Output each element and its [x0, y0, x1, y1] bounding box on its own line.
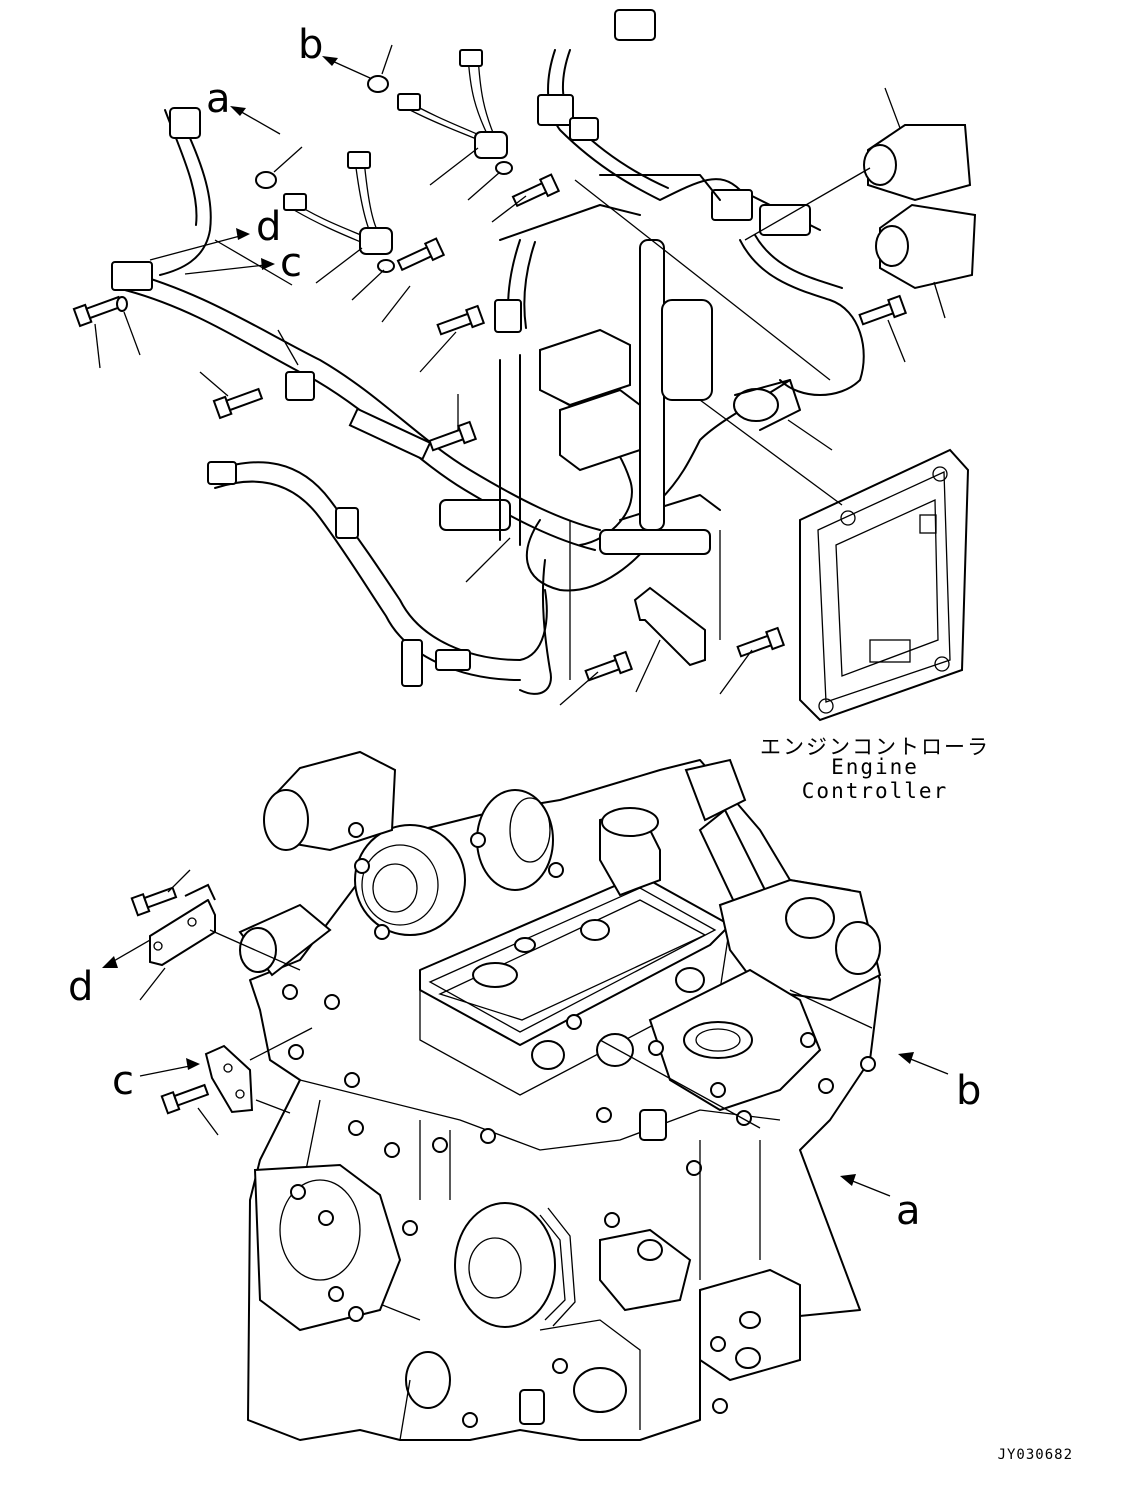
speed-sensor-upper	[397, 49, 513, 175]
wiring-harness	[111, 9, 865, 695]
o-ring-b	[367, 75, 389, 93]
bolt-d	[130, 886, 178, 917]
callout-arrows-upper	[149, 56, 371, 275]
bracket-c	[204, 1044, 254, 1114]
speed-sensor-lower	[283, 151, 395, 273]
callout-a-upper: a	[206, 76, 231, 122]
callout-c-upper: c	[280, 240, 302, 286]
o-ring-a	[255, 171, 277, 189]
callout-d-lower: d	[68, 964, 93, 1010]
callout-d-upper: d	[256, 204, 281, 250]
leader-lines-upper	[94, 44, 946, 706]
relay-box-upper	[499, 328, 641, 546]
callout-b-upper: b	[298, 22, 323, 68]
bracket-d	[149, 883, 216, 967]
engine-controller	[799, 448, 970, 722]
figure-id: JY030682	[997, 1447, 1073, 1463]
mounting-bracket	[633, 586, 706, 667]
callout-arrows-lower	[102, 939, 949, 1197]
engine-block	[238, 750, 882, 1441]
callout-b-lower: b	[956, 1068, 981, 1114]
engine-controller-label-en: Engine Controller	[801, 755, 949, 803]
bolt-set-upper	[72, 173, 908, 682]
leader-lines-lower	[139, 869, 873, 1136]
bolt-c	[160, 1083, 210, 1115]
connector-cover-lower	[875, 203, 977, 290]
harness-bracket	[599, 239, 713, 555]
callout-a-lower: a	[896, 1188, 921, 1234]
callout-c-lower: c	[112, 1058, 134, 1104]
engine-controller-label-jp: エンジンコントローラ	[760, 735, 990, 759]
connector-cover-upper	[863, 124, 972, 202]
